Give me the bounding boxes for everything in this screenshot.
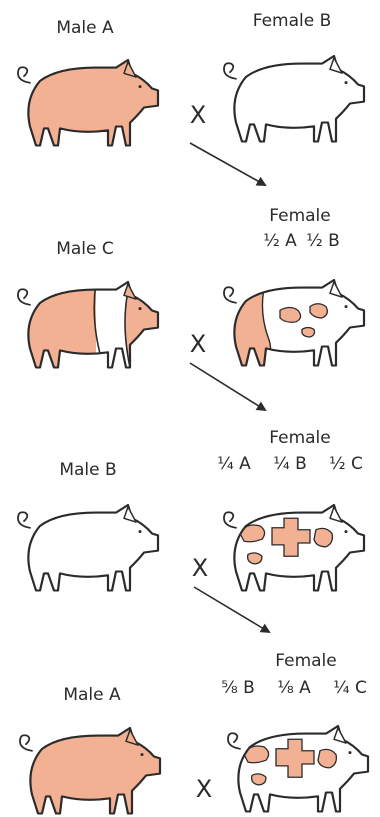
arrow <box>190 363 265 410</box>
male-label: Male A <box>56 18 114 38</box>
offspring-label: Female <box>269 428 330 448</box>
male-label: Male B <box>59 460 116 480</box>
male-label: Male C <box>56 239 114 259</box>
pig-icon-female-b <box>224 56 364 142</box>
offspring-fraction: ¼ C <box>333 678 367 698</box>
cross-symbol: X <box>196 775 212 803</box>
generation-3: Male B X Female ⅝ B ⅛ A ¼ C <box>18 460 367 698</box>
pig-icon-male-a <box>18 60 158 146</box>
generation-1: Male A Female B X Female ½ A ½ B <box>18 11 364 251</box>
offspring-fraction: ⅝ B <box>221 678 255 698</box>
pig-icon-crossbred-female <box>224 505 364 591</box>
pig-icon-male-a <box>20 728 160 814</box>
offspring-fraction: ½ B <box>306 231 340 251</box>
offspring-label: Female <box>275 651 336 671</box>
offspring-fraction: ⅛ A <box>277 678 311 698</box>
pig-icon-male-b <box>18 505 158 591</box>
offspring-fraction: ¼ A <box>217 454 251 474</box>
offspring-fraction: ½ C <box>329 454 363 474</box>
offspring-fraction: ½ A <box>263 231 297 251</box>
generation-2: Male C X Female ¼ A ¼ B ½ C <box>12 239 364 474</box>
pig-icon-crossbred-female <box>218 280 364 366</box>
offspring-label: Female <box>269 206 330 226</box>
arrow <box>190 143 265 185</box>
pig-icon-crossbred-female <box>228 726 368 812</box>
male-label: Male A <box>63 685 121 705</box>
generation-4: Male A X <box>20 685 368 814</box>
cross-symbol: X <box>192 554 208 582</box>
cross-symbol: X <box>190 330 206 358</box>
female-label: Female B <box>253 11 332 31</box>
pig-icon-male-c <box>12 273 172 387</box>
cross-symbol: X <box>190 101 206 129</box>
offspring-fraction: ¼ B <box>273 454 307 474</box>
arrow <box>194 587 269 632</box>
